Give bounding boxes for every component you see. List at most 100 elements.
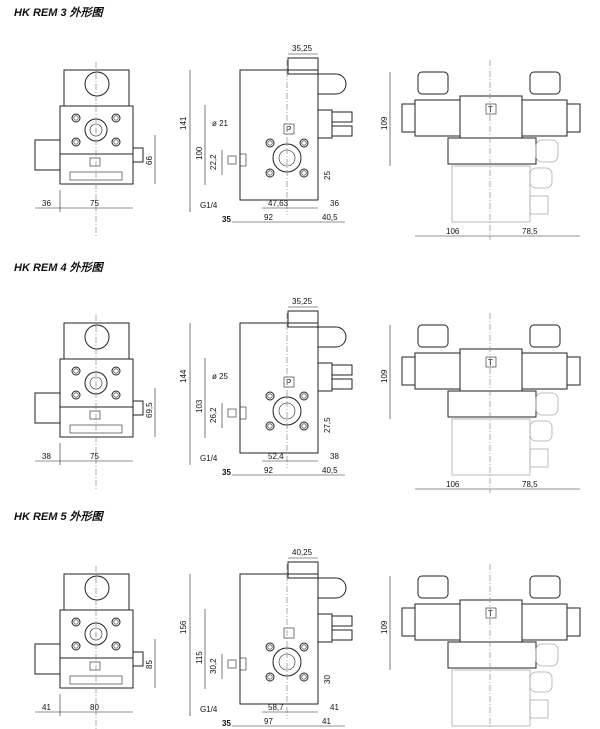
top-left-solenoid <box>414 352 461 390</box>
top-ghost-plug-1 <box>535 643 559 667</box>
side-92-label: 92 <box>264 466 273 475</box>
front-height-label: 66 <box>145 156 154 165</box>
bolt-hole-inner <box>73 643 79 649</box>
bolt-hole <box>71 137 81 147</box>
front-top-block <box>63 573 130 611</box>
side-top-cap <box>287 310 319 328</box>
front-base <box>59 406 134 438</box>
top-right-connector <box>529 575 561 599</box>
bolt-hole-inner <box>73 619 79 625</box>
front-top-block <box>63 69 130 107</box>
front-side-plug <box>34 139 61 171</box>
side-plug-1 <box>331 615 353 627</box>
front-top-port <box>84 324 110 350</box>
bolt-hole <box>111 390 121 400</box>
bolt-hole-inner <box>73 368 79 374</box>
side-p-label: P <box>286 125 291 134</box>
top-w2-label: 78,5 <box>522 480 538 489</box>
bolt-hole <box>265 672 275 682</box>
front-right-stub <box>132 400 144 416</box>
side-plug-1 <box>331 111 353 123</box>
top-w1-label: 106 <box>446 227 460 236</box>
bolt-hole-inner <box>301 170 307 176</box>
side-gauge-port <box>239 153 247 167</box>
top-t-label: T <box>488 105 493 114</box>
front-top-port <box>84 575 110 601</box>
side-v2-label: 27,5 <box>323 417 332 433</box>
front-top-block <box>63 322 130 360</box>
bolt-hole-inner <box>113 619 119 625</box>
side-gauge-port <box>239 657 247 671</box>
side-body <box>239 573 319 705</box>
front-label-box <box>89 661 101 671</box>
bolt-hole <box>265 168 275 178</box>
side-v2-label: 25 <box>323 171 332 180</box>
bolt-hole <box>299 391 309 401</box>
bolt-hole-inner <box>267 393 273 399</box>
side-b2-label: 36 <box>330 199 339 208</box>
section-title: HK REM 4 外形图 <box>14 262 103 274</box>
top-ghost-body <box>451 165 531 223</box>
top-ghost-body <box>451 418 531 476</box>
top-w2-label: 78,5 <box>522 227 538 236</box>
side-v1-label: 30,2 <box>209 658 218 674</box>
bolt-hole-inner <box>113 368 119 374</box>
bolt-hole <box>265 421 275 431</box>
bolt-hole-inner <box>73 115 79 121</box>
side-35-label: 35 <box>222 719 231 728</box>
bolt-hole <box>71 617 81 627</box>
side-b1-label: 58,7 <box>268 703 284 712</box>
top-right-connector <box>529 71 561 95</box>
bolt-hole <box>111 617 121 627</box>
bolt-hole-inner <box>73 139 79 145</box>
bolt-hole <box>299 421 309 431</box>
front-base <box>59 153 134 185</box>
side-b1-label: 47,63 <box>268 199 289 208</box>
front-body <box>59 609 134 659</box>
side-p-box <box>283 123 295 135</box>
side-plug-2 <box>331 125 353 137</box>
bolt-hole <box>265 138 275 148</box>
side-right-block <box>317 109 333 139</box>
bolt-hole-inner <box>301 674 307 680</box>
front-right-stub <box>132 147 144 163</box>
front-left-width-label: 41 <box>42 703 51 712</box>
side-g-label: G1/4 <box>200 705 218 714</box>
bolt-hole <box>265 391 275 401</box>
bolt-hole <box>111 113 121 123</box>
side-right-block <box>317 362 333 392</box>
top-right-end <box>566 607 581 637</box>
side-p-box <box>283 627 295 639</box>
bolt-hole-inner <box>267 170 273 176</box>
front-body <box>59 358 134 408</box>
top-ghost-plug-3 <box>529 699 549 719</box>
front-label-box <box>89 410 101 420</box>
top-t-box <box>485 356 497 368</box>
top-height-label: 109 <box>380 620 389 634</box>
side-v1-label: 26,2 <box>209 407 218 423</box>
bolt-hole-inner <box>73 392 79 398</box>
top-left-end <box>401 103 416 133</box>
top-t-label: T <box>488 358 493 367</box>
top-right-connector <box>529 324 561 348</box>
bolt-hole <box>111 137 121 147</box>
top-center-body <box>459 95 523 139</box>
bolt-hole-inner <box>113 115 119 121</box>
top-right-end <box>566 103 581 133</box>
side-height-label: 141 <box>179 116 188 130</box>
section-title: HK REM 3 外形图 <box>14 7 103 19</box>
front-side-plug <box>34 643 61 675</box>
side-x-box <box>227 408 237 418</box>
bolt-hole-inner <box>267 644 273 650</box>
side-plug-1 <box>331 364 353 376</box>
top-right-solenoid <box>521 99 568 137</box>
bolt-hole <box>71 366 81 376</box>
side-solenoid <box>318 73 347 95</box>
